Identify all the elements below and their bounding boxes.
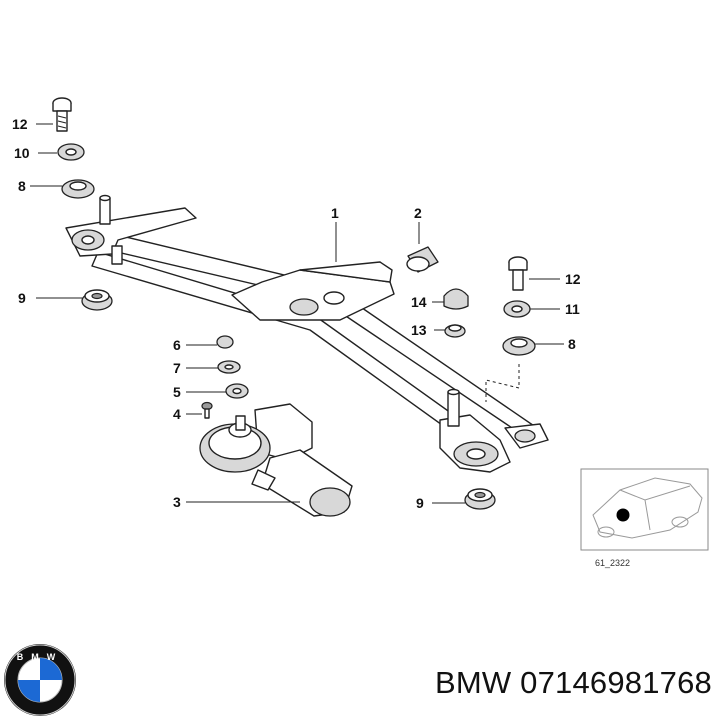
callout-1: 1	[331, 205, 339, 221]
vehicle-location-inset: 61_2322	[580, 468, 709, 568]
callout-labels: 12 10 8 9 1 2 14 13 12 11 8 9 6 7 5 4 3	[12, 116, 581, 511]
callout-2: 2	[414, 205, 422, 221]
bushing-9-left	[81, 289, 113, 311]
location-marker	[616, 508, 630, 522]
callout-11: 11	[565, 301, 580, 317]
washer-7	[217, 360, 241, 374]
leader-lines	[30, 123, 564, 504]
bushing-9-bottom	[464, 488, 496, 510]
bmw-logo-text: BMW	[17, 652, 64, 662]
washer-11-right	[503, 300, 531, 318]
callout-6: 6	[173, 337, 181, 353]
callout-3: 3	[173, 494, 181, 510]
bolt-12-right	[508, 256, 528, 291]
callout-12-right: 12	[565, 271, 581, 287]
grommet-8-right	[502, 336, 536, 356]
cap-14	[443, 288, 469, 310]
callout-14: 14	[411, 294, 427, 310]
wiper-linkage-frame	[65, 194, 549, 473]
callout-9-left: 9	[18, 290, 26, 306]
callout-5: 5	[173, 384, 181, 400]
callout-9-bottom: 9	[416, 495, 424, 511]
washer-10-left	[57, 143, 85, 161]
callout-13: 13	[411, 322, 427, 338]
callout-10: 10	[14, 145, 30, 161]
bush-2	[406, 246, 439, 273]
bolt-12-left	[52, 97, 72, 132]
callout-12-left: 12	[12, 116, 28, 132]
callout-8-left: 8	[18, 178, 26, 194]
cap-6	[216, 335, 234, 349]
callout-4: 4	[173, 406, 181, 422]
callout-8-right: 8	[568, 336, 576, 352]
callout-7: 7	[173, 360, 181, 376]
bmw-logo: BMW	[4, 644, 76, 716]
grommet-8-left	[61, 179, 95, 199]
nut-13	[444, 324, 466, 338]
screw-4	[201, 401, 213, 419]
wiper-motor	[199, 403, 353, 517]
part-number-caption: BMW 07146981768	[434, 665, 712, 700]
washer-5	[225, 383, 249, 399]
inset-code: 61_2322	[595, 558, 630, 568]
